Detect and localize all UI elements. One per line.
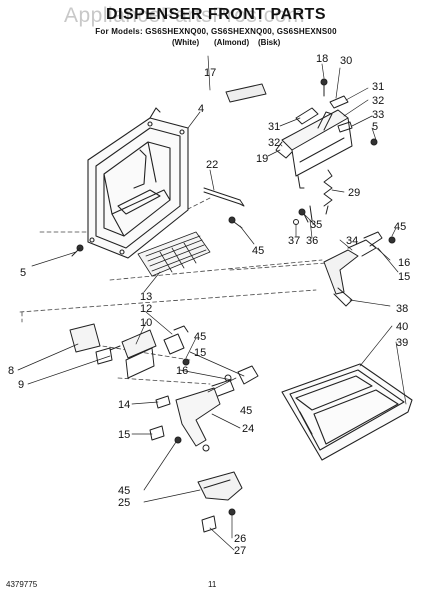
model-list: For Models: GS6SHEXNQ00, GS6SHEXNQ00, GS…: [95, 27, 337, 36]
callout-14: 14: [118, 399, 130, 411]
clips: [149, 358, 232, 444]
callout-29: 29: [348, 187, 360, 199]
callout-15-lower: 15: [118, 429, 130, 441]
callout-38: 38: [396, 303, 408, 315]
drip-tray: [197, 471, 243, 501]
callout-25: 25: [118, 497, 130, 509]
callout-12: 12: [140, 303, 152, 315]
leader-lines: [17, 55, 407, 551]
variant-bisk: (Bisk): [258, 38, 281, 47]
callout-16-right: 16: [398, 257, 410, 269]
callout-17: 17: [204, 67, 216, 79]
actuator-rod: [203, 187, 245, 229]
variant-almond: (Almond): [214, 38, 250, 47]
page-number: 11: [208, 580, 217, 589]
dispenser-housing: [87, 107, 189, 259]
callout-26: 26: [234, 533, 246, 545]
callout-10: 10: [140, 317, 152, 329]
callout-5-upper: 5: [372, 121, 378, 133]
callout-45-center: 45: [194, 331, 206, 343]
dispenser-lever-arm: [175, 365, 259, 452]
actuator-spring: [323, 169, 333, 215]
top-trim-strip: [225, 83, 267, 103]
callout-18: 18: [316, 53, 328, 65]
callout-34: 34: [346, 235, 358, 247]
callout-16-center: 16: [176, 365, 188, 377]
front-panel: [281, 363, 413, 461]
callout-22: 22: [206, 159, 218, 171]
callout-39: 39: [396, 337, 408, 349]
callout-numbers: 18 30 17 31 32 4 33 31 5 32 19 22 29 35 …: [8, 53, 410, 557]
callout-35: 35: [310, 219, 322, 231]
callout-27: 27: [234, 545, 246, 557]
callout-45-lower: 45: [240, 405, 252, 417]
callout-31-lower: 31: [268, 121, 280, 133]
callout-15-right: 15: [398, 271, 410, 283]
callout-45-right: 45: [394, 221, 406, 233]
callout-9: 9: [18, 379, 24, 391]
variant-white: (White): [172, 38, 200, 47]
callout-33: 33: [372, 109, 384, 121]
callout-32: 32: [372, 95, 384, 107]
screws: [71, 244, 84, 257]
document-code: 4379775: [6, 580, 38, 589]
callout-37: 37: [288, 235, 300, 247]
callout-40: 40: [396, 321, 408, 333]
diagram-title: DISPENSER FRONT PARTS: [106, 6, 326, 23]
actuator-bracket: [275, 78, 378, 189]
callout-24: 24: [242, 423, 254, 435]
callout-31: 31: [372, 81, 384, 93]
callout-15-center: 15: [194, 347, 206, 359]
paddle-actuator: [323, 231, 396, 307]
callout-19: 19: [256, 153, 268, 165]
callout-32-lower: 32: [268, 137, 280, 149]
drip-grille: [137, 231, 211, 277]
callout-30: 30: [340, 55, 352, 67]
callout-8: 8: [8, 365, 14, 377]
screw-bushing: [201, 508, 236, 533]
callout-45-mid: 45: [252, 245, 264, 257]
callout-45-bottom: 45: [118, 485, 130, 497]
callout-5-left: 5: [20, 267, 26, 279]
callout-36: 36: [306, 235, 318, 247]
assembly-guide-lines: [19, 197, 341, 385]
callout-13: 13: [140, 291, 152, 303]
pivot-parts: [293, 205, 313, 225]
callout-4: 4: [198, 103, 204, 115]
watermark: AppliancePartsPros.com: [64, 4, 305, 27]
